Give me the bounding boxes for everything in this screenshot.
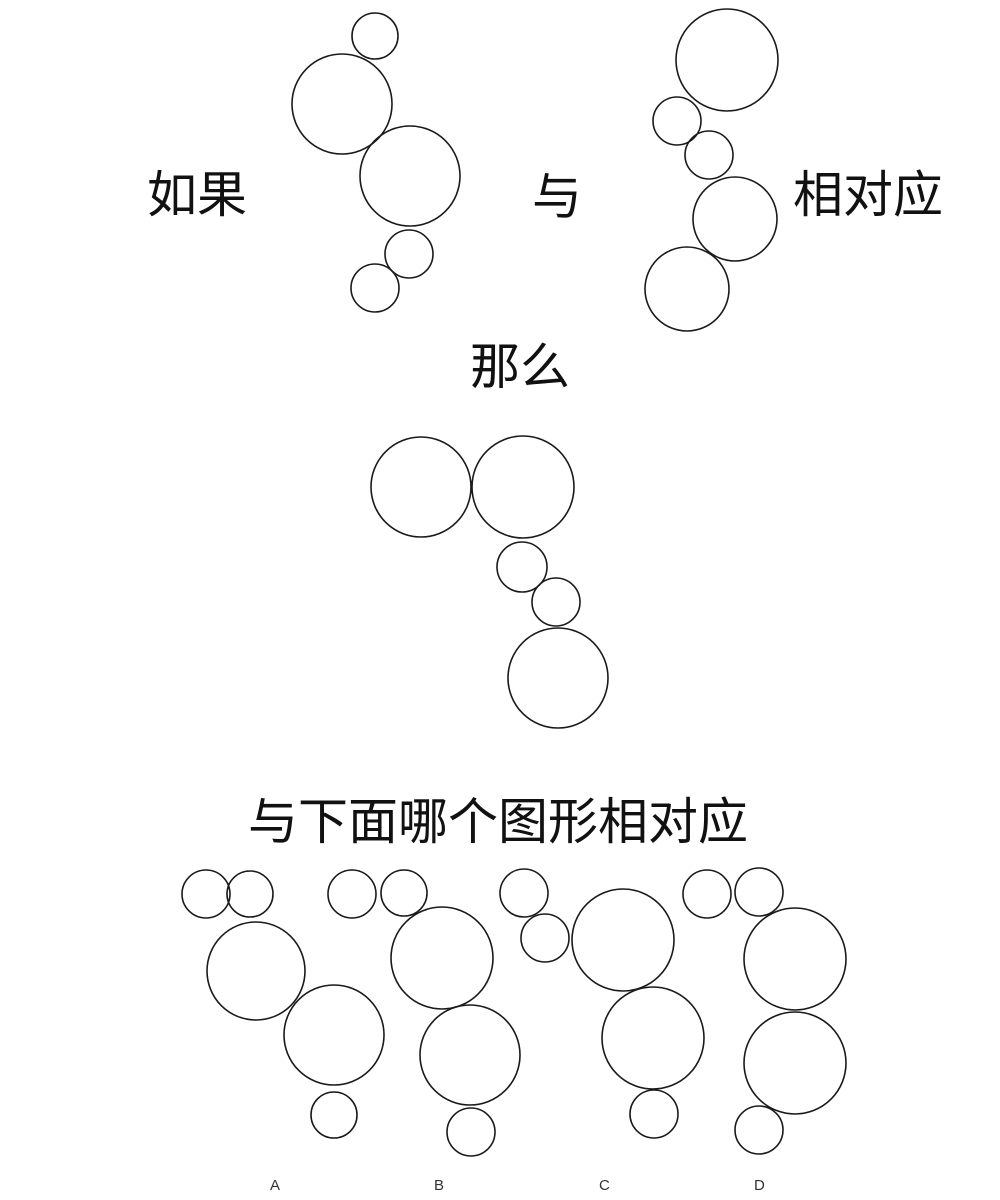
circle-large bbox=[743, 1011, 847, 1115]
circle-small bbox=[734, 1105, 784, 1155]
circle-small bbox=[181, 869, 231, 919]
option-label-d: D bbox=[754, 1177, 765, 1194]
circle-large bbox=[743, 907, 847, 1011]
figure-option-c bbox=[499, 868, 705, 1139]
circle-small bbox=[350, 263, 400, 313]
circle-large bbox=[471, 435, 575, 539]
circle-large bbox=[206, 921, 306, 1021]
circle-large bbox=[507, 627, 609, 729]
figure-given bbox=[370, 435, 609, 729]
figure-example-2 bbox=[644, 8, 779, 332]
circle-large bbox=[419, 1004, 521, 1106]
text-correspond: 相对应 bbox=[793, 166, 943, 224]
circle-small bbox=[310, 1091, 358, 1139]
circle-small bbox=[629, 1089, 679, 1139]
option-label-c: C bbox=[599, 1177, 610, 1194]
circle-small bbox=[496, 541, 548, 593]
option-label-b: B bbox=[434, 1177, 445, 1194]
circle-small bbox=[499, 868, 549, 918]
circle-small bbox=[226, 870, 274, 918]
circle-small bbox=[380, 869, 428, 917]
circle-small bbox=[684, 130, 734, 180]
text-then: 那么 bbox=[470, 338, 570, 396]
figure-option-d bbox=[682, 867, 847, 1155]
figure-option-b bbox=[327, 869, 521, 1157]
circle-small bbox=[531, 577, 581, 627]
circle-large bbox=[370, 436, 472, 538]
circle-small bbox=[652, 96, 702, 146]
option-label-a: A bbox=[270, 1177, 281, 1194]
circle-small bbox=[446, 1107, 496, 1157]
circle-large bbox=[675, 8, 779, 112]
circle-large bbox=[601, 986, 705, 1090]
circle-small bbox=[682, 869, 732, 919]
circle-large bbox=[291, 53, 393, 155]
circle-small bbox=[520, 913, 570, 963]
figure-example-1 bbox=[291, 12, 461, 313]
circle-large bbox=[283, 984, 385, 1086]
circle-large bbox=[359, 125, 461, 227]
circle-large bbox=[692, 176, 778, 262]
text-and: 与 bbox=[532, 168, 582, 226]
question-text: 与下面哪个图形相对应 bbox=[248, 793, 748, 851]
text-if: 如果 bbox=[147, 166, 247, 224]
circle-small bbox=[327, 869, 377, 919]
circle-small bbox=[351, 12, 399, 60]
circle-small bbox=[734, 867, 784, 917]
circle-small bbox=[384, 229, 434, 279]
figure-option-a bbox=[181, 869, 385, 1139]
circle-large bbox=[644, 246, 730, 332]
circle-large bbox=[571, 888, 675, 992]
circle-large bbox=[390, 906, 494, 1010]
